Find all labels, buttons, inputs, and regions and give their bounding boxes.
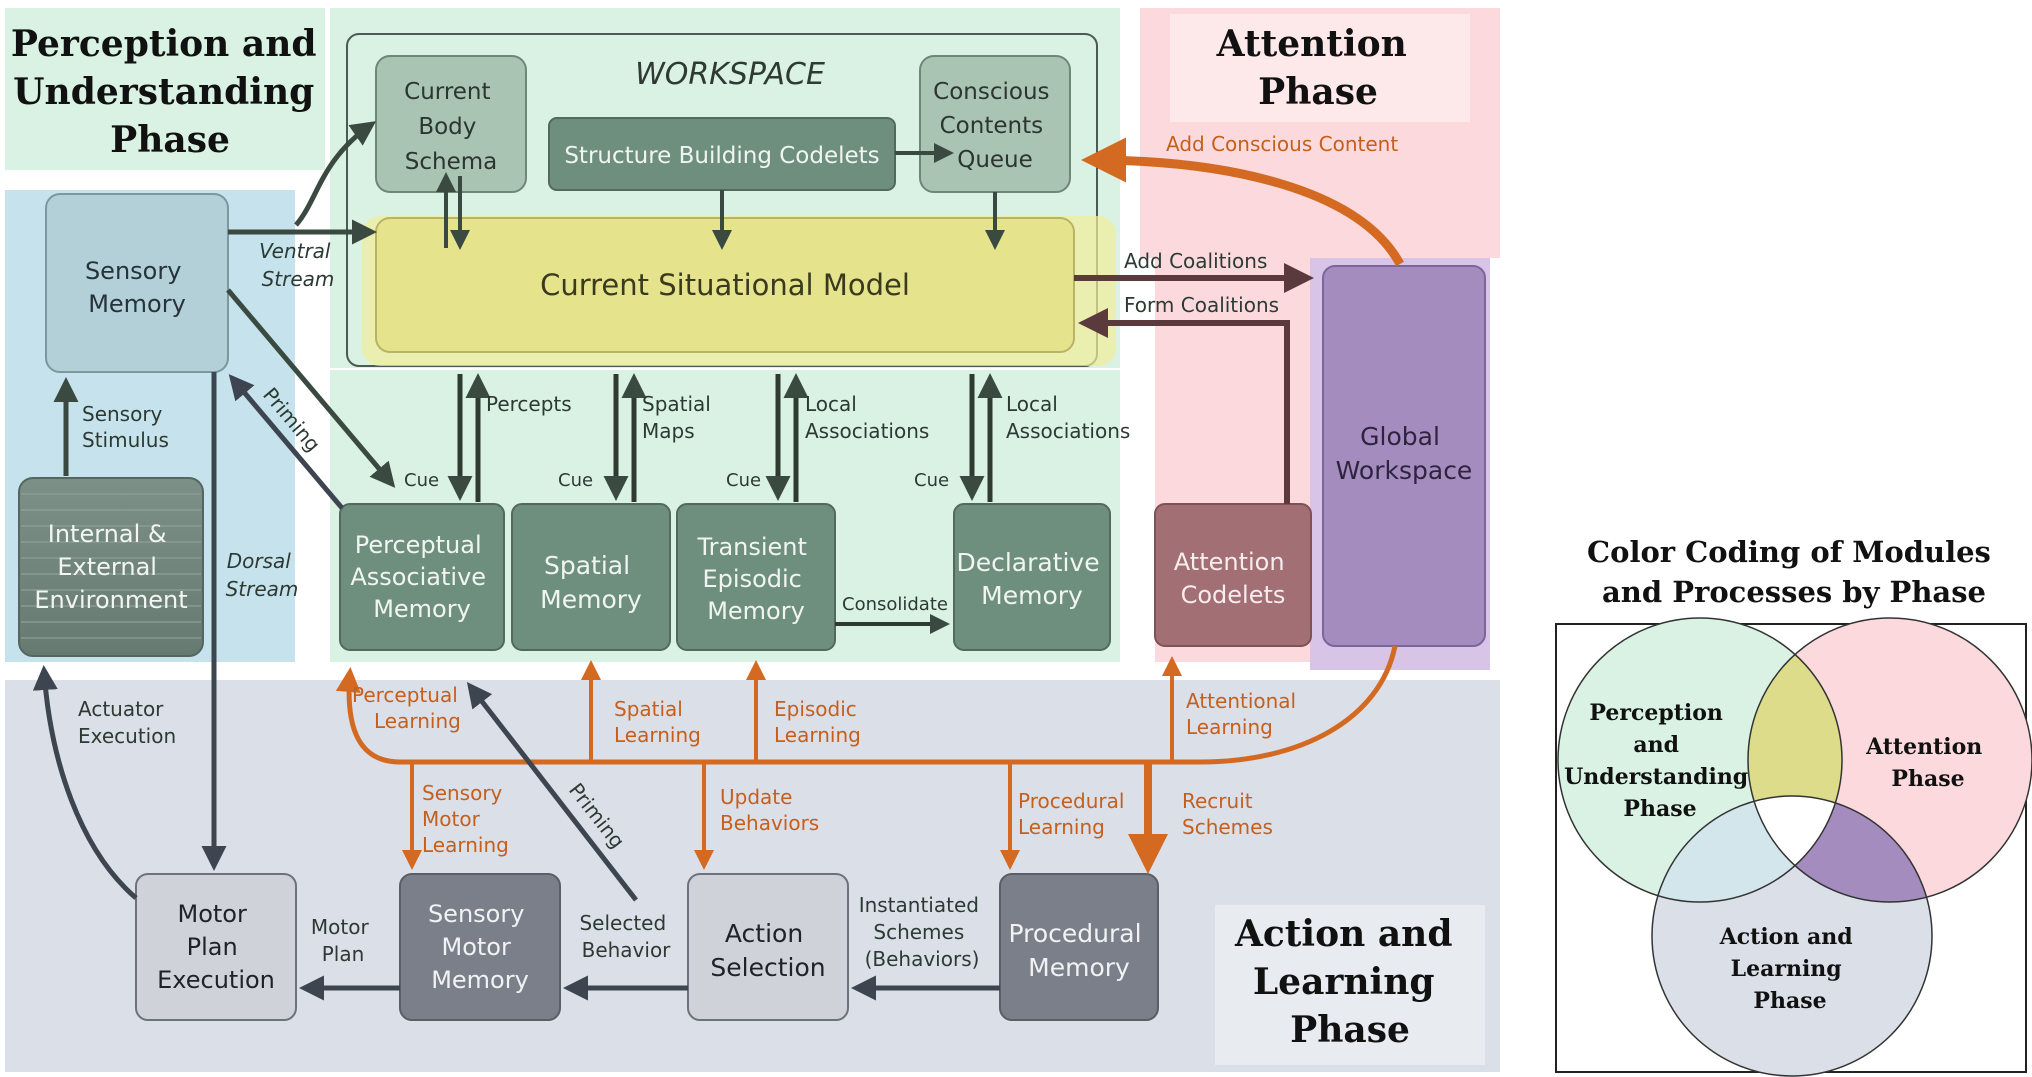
cue-pam-label: Cue: [404, 470, 439, 491]
global-workspace-box: [1322, 265, 1486, 647]
perceptual-associative-memory-box: [339, 503, 505, 651]
global-workspace-label: Global Workspace: [1336, 422, 1473, 485]
recruit-schemes-label: Recruit Schemes: [1182, 789, 1273, 839]
add-conscious-content-label: Add Conscious Content: [1166, 132, 1398, 156]
legend-title: Color Coding of Modules and Processes by…: [1587, 535, 2001, 609]
legend-perception-label: Perception and Understanding Phase: [1564, 700, 1756, 822]
cue-tem-label: Cue: [726, 470, 761, 491]
action-selection-box: [687, 873, 849, 1021]
action-selection-label: Action Selection: [710, 919, 825, 982]
sensory-memory-box: [45, 193, 229, 373]
arrow-add-conscious-content: [1081, 137, 1404, 267]
transient-episodic-memory-label: Transient Episodic Memory: [696, 533, 814, 625]
spatial-learning-label: Spatial Learning: [614, 697, 701, 747]
ventral-stream-label: Ventral Stream: [259, 239, 337, 291]
arrow-priming-upper: [228, 374, 344, 510]
perception-phase-bg: [5, 8, 325, 170]
local-associations-1-label: Local Associations: [805, 392, 929, 443]
declarative-memory-label: Declarative Memory: [956, 548, 1107, 610]
action-title-bg: [1215, 905, 1485, 1065]
form-coalitions-label: Form Coalitions: [1124, 293, 1279, 317]
cue-spatial-label: Cue: [558, 470, 593, 491]
sensory-stimulus-label: Sensory Stimulus: [82, 402, 169, 452]
environment-box: [18, 477, 204, 657]
sensory-memory-label: Sensory Memory: [85, 257, 189, 318]
sensory-motor-memory-box: [399, 873, 561, 1021]
sensory-motor-learning-label: Sensory Motor Learning: [422, 781, 509, 857]
spatial-memory-label: Spatial Memory: [540, 551, 642, 614]
percepts-label: Percepts: [486, 392, 572, 416]
procedural-memory-label: Procedural Memory: [1009, 919, 1150, 982]
action-phase-title: Action and Learning Phase: [1234, 913, 1465, 1051]
arrow-actuator-execution: [32, 665, 138, 900]
motor-plan-execution-box: [135, 873, 297, 1021]
perceptual-learning-label: Perceptual Learning: [352, 683, 464, 733]
transient-episodic-memory-box: [676, 503, 836, 651]
attention-title-bg: [1170, 14, 1470, 122]
legend-venn: [1557, 617, 2032, 1077]
dorsal-stream-label: Dorsal Stream: [226, 549, 299, 601]
current-situational-model-label: Current Situational Model: [540, 268, 910, 302]
conscious-contents-queue-label: Conscious Contents Queue: [933, 79, 1057, 173]
current-body-schema-label: Current Body Schema: [404, 79, 498, 175]
arrow-form-coalitions: [1078, 308, 1290, 504]
workspace-title: WORKSPACE: [635, 57, 825, 92]
procedural-memory-box: [999, 873, 1159, 1021]
spatial-memory-box: [511, 503, 671, 651]
perceptual-associative-memory-label: Perceptual Associative Memory: [350, 531, 493, 623]
instantiated-schemes-label: Instantiated Schemes (Behaviors): [859, 893, 986, 971]
attention-codelets-label: Attention Codelets: [1174, 548, 1292, 609]
episodic-learning-label: Episodic Learning: [774, 697, 863, 747]
arrow-sensory-to-pam: [226, 288, 396, 488]
orange-learning-curve: [335, 645, 1398, 765]
structure-building-codelets-label: Structure Building Codelets: [564, 143, 879, 169]
declarative-memory-box: [953, 503, 1111, 651]
selected-behavior-label: Selected Behavior: [579, 911, 672, 962]
local-associations-2-label: Local Associations: [1006, 392, 1130, 443]
motor-plan-execution-label: Motor Plan Execution: [157, 900, 275, 994]
attention-phase-title: Attention Phase: [1216, 23, 1420, 113]
procedural-learning-label: Procedural Learning: [1018, 789, 1131, 839]
sensory-motor-memory-label: Sensory Motor Memory: [428, 900, 532, 994]
legend-action-label: Action and Learning Phase: [1719, 924, 1861, 1014]
legend-attention-label: Attention Phase: [1865, 734, 1990, 792]
attentional-learning-label: Attentional Learning: [1186, 689, 1302, 739]
arrow-priming-lower: [466, 682, 638, 902]
motor-plan-label: Motor Plan: [311, 915, 375, 966]
perception-phase-title: Perception and Understanding Phase: [11, 23, 329, 161]
actuator-execution-label: Actuator Execution: [78, 697, 176, 748]
spatial-maps-label: Spatial Maps: [642, 392, 717, 443]
add-coalitions-label: Add Coalitions: [1124, 249, 1267, 273]
environment-label: Internal & External Environment: [34, 520, 187, 614]
current-situational-model-box: [375, 217, 1075, 353]
arrow-sensory-to-body-schema: [294, 121, 377, 227]
cue-decl-label: Cue: [914, 470, 949, 491]
environment-stripes: [21, 493, 201, 639]
attention-codelets-box: [1154, 503, 1312, 647]
consolidate-label: Consolidate: [842, 594, 948, 615]
update-behaviors-label: Update Behaviors: [720, 785, 819, 835]
